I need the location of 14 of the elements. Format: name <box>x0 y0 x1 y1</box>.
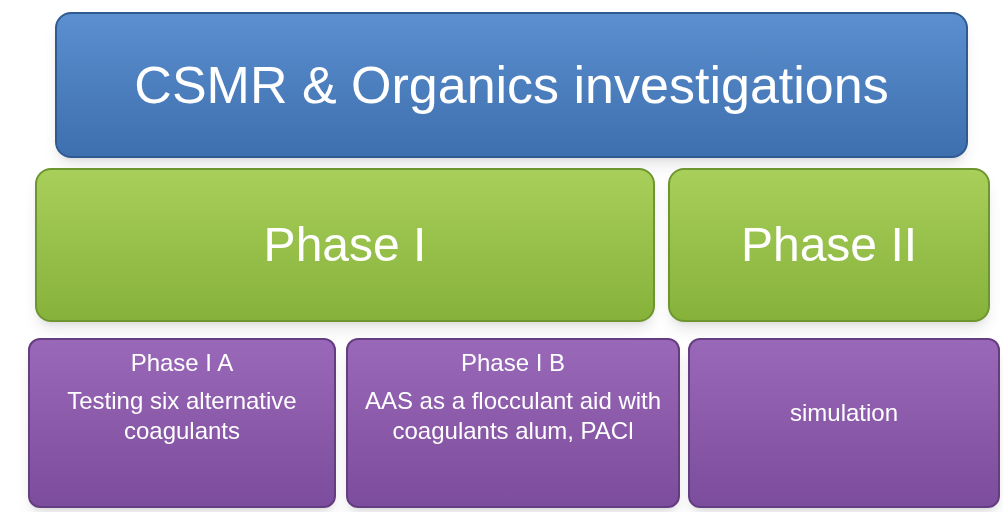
process-box <box>688 338 1000 508</box>
box-heading: Phase I A <box>130 348 234 378</box>
box-text: AAS as a flocculant aid with coagulants alum, PACl <box>363 386 663 446</box>
box-text: simulation <box>789 398 898 428</box>
process-box <box>668 168 990 322</box>
process-box <box>28 338 336 508</box>
process-box <box>35 168 655 322</box>
process-box <box>55 12 968 158</box>
process-box <box>346 338 680 508</box>
box-text: Testing six alternative coagulants <box>66 386 298 446</box>
box-text: CSMR & Organics investigations <box>134 55 889 116</box>
box-heading: Phase I B <box>460 348 566 378</box>
box-text: Phase II <box>740 217 918 273</box>
box-text: Phase I <box>263 217 427 273</box>
